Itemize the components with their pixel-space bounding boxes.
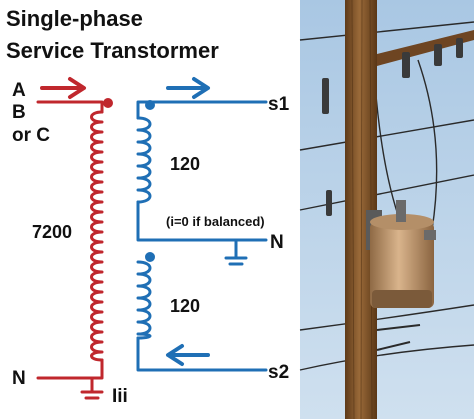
primary-ground-note: Iii [112, 386, 128, 407]
secondary-neutral-note: (i=0 if balanced) [166, 214, 265, 229]
primary-neutral-label: N [12, 368, 26, 389]
secondary-polarity-dot-mid [145, 252, 155, 262]
utility-pole-photo [299, 0, 474, 419]
title-line-2: Service Transtormer [6, 38, 219, 63]
pole-hardware [376, 324, 421, 351]
crossarm [377, 30, 474, 66]
secondary-winding [136, 77, 268, 372]
secondary-s2-label: s2 [268, 362, 289, 383]
secondary-s1-label: s1 [268, 94, 290, 115]
insulators [322, 38, 463, 216]
primary-turns-label: 7200 [32, 222, 72, 242]
secondary-bottom-coil-turns [136, 260, 152, 340]
title-line-1: Single-phase [6, 6, 143, 31]
primary-coil-turns [90, 110, 104, 362]
pole-grain [351, 0, 373, 419]
transformer-can [366, 200, 436, 308]
terminal-c-label: or C [12, 125, 50, 146]
secondary-bottom-turns-label: 120 [170, 296, 200, 316]
secondary-top-turns-label: 120 [170, 154, 200, 174]
terminal-b-label: B [12, 102, 26, 123]
primary-winding [36, 77, 104, 400]
secondary-top-coil-turns [136, 116, 152, 204]
secondary-polarity-dot-top [145, 100, 155, 110]
terminal-a-label: A [12, 80, 26, 101]
primary-polarity-dot [103, 98, 113, 108]
secondary-neutral-label: N [270, 232, 284, 253]
